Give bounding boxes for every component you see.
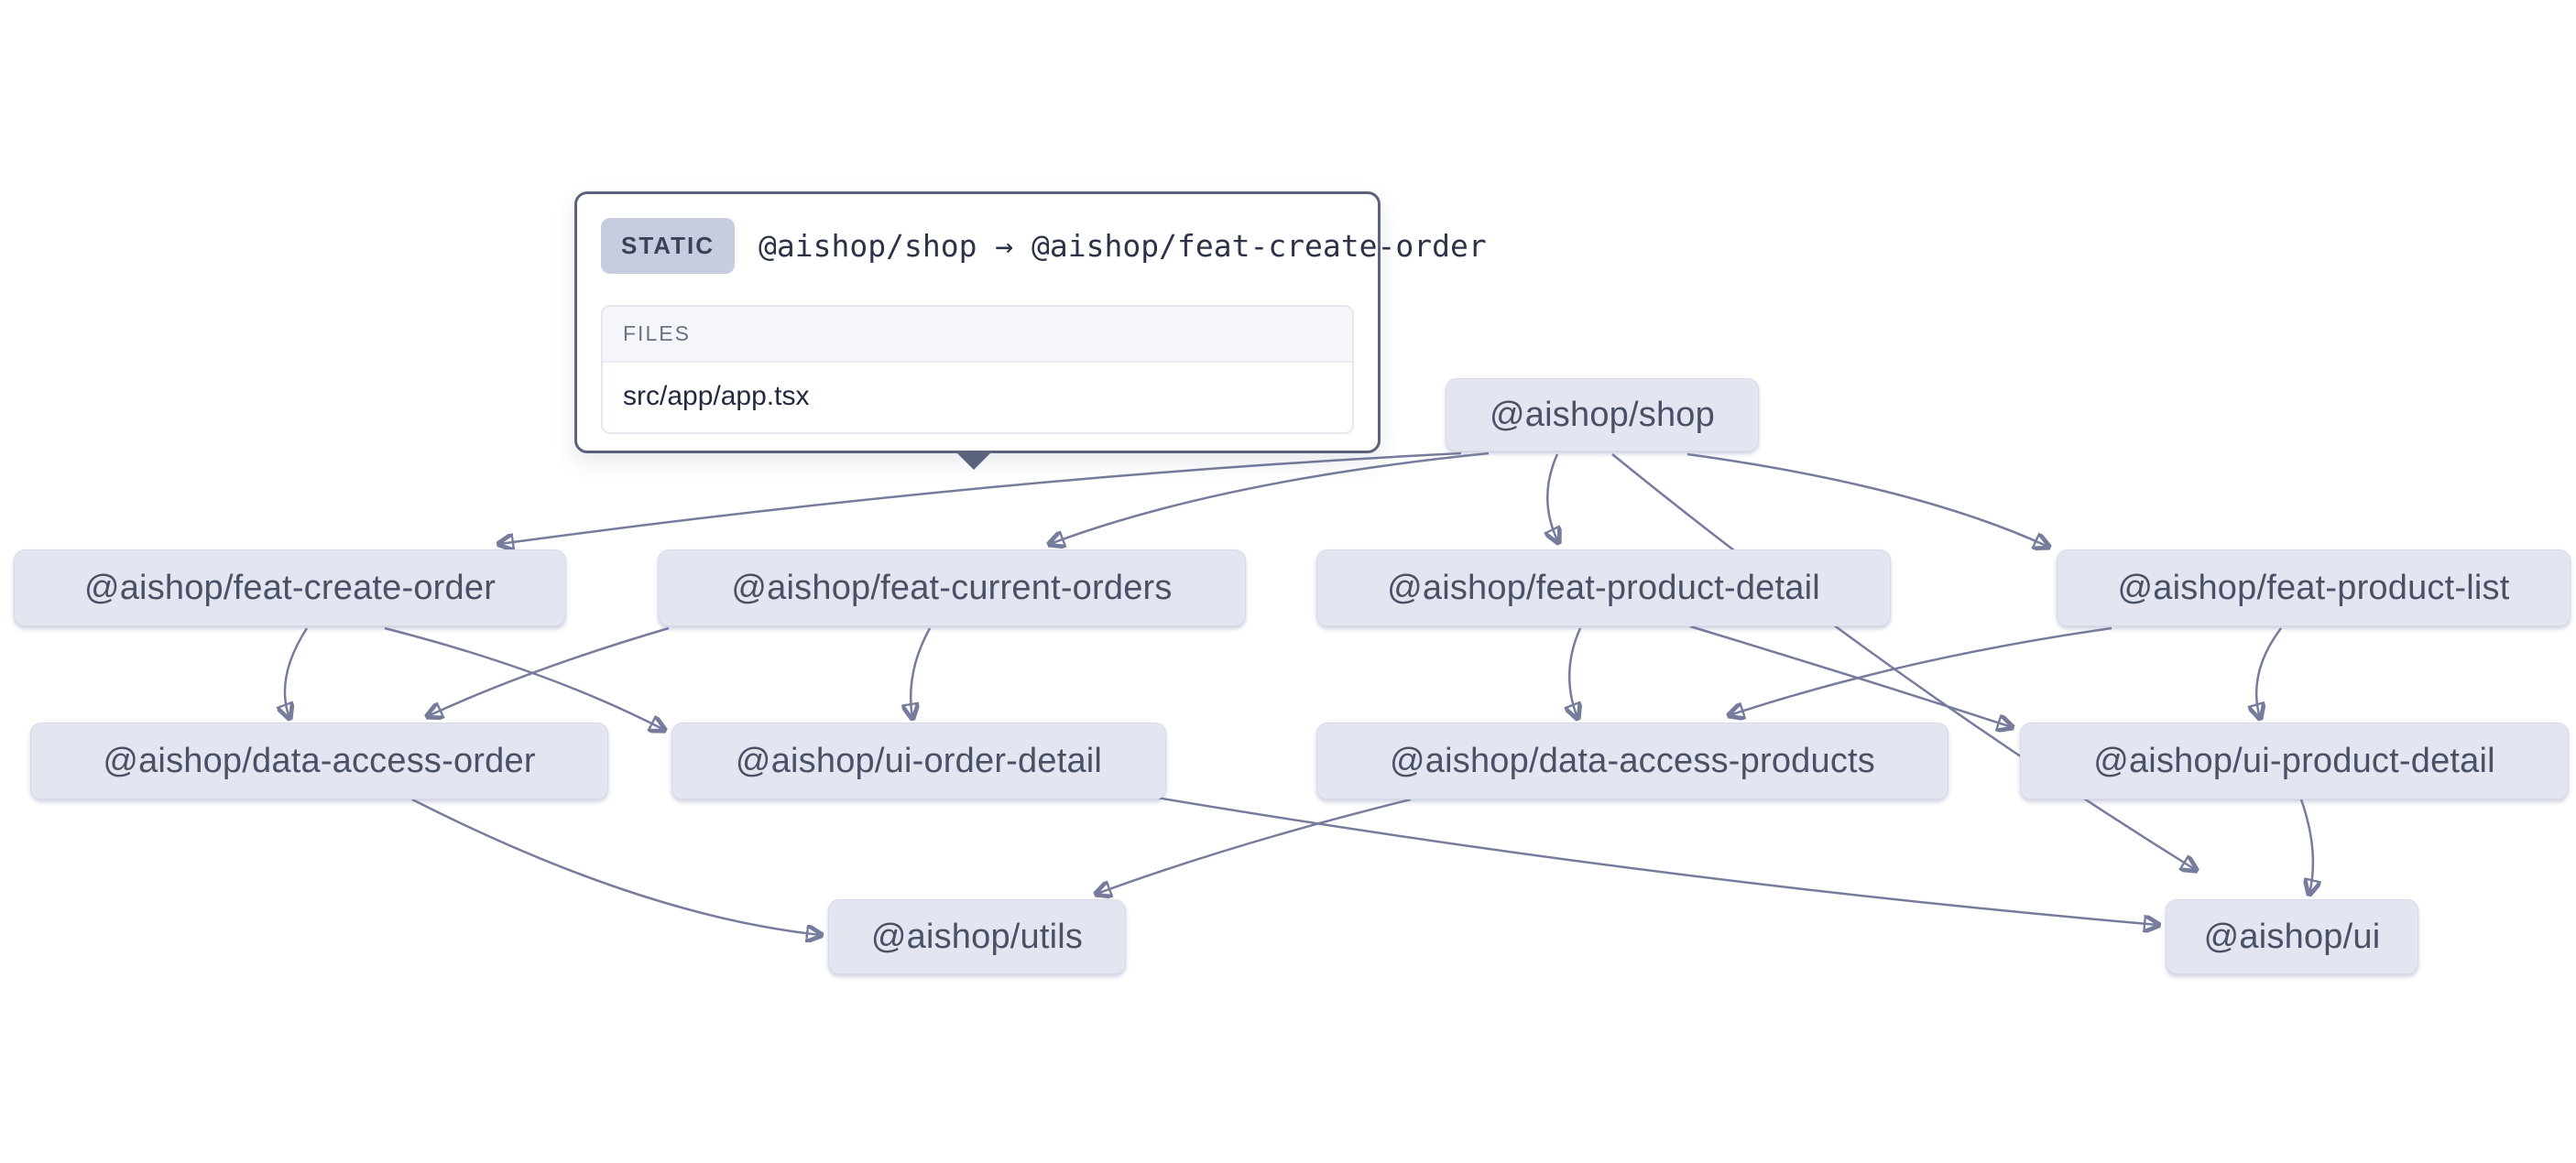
edge-feat-product-detail-to-data-access-products[interactable] <box>1569 627 1580 718</box>
edge-feat-product-list-to-data-access-products[interactable] <box>1730 626 2112 715</box>
edge-feat-product-list-to-ui-product-detail[interactable] <box>2256 627 2282 718</box>
node-data-access-order[interactable]: @aishop/data-access-order <box>30 723 608 799</box>
node-ui-product-detail[interactable]: @aishop/ui-product-detail <box>2020 723 2569 799</box>
file-path: src/app/app.tsx <box>603 363 1352 432</box>
edge-feat-create-order-to-data-access-order[interactable] <box>285 627 309 718</box>
files-panel: FILES src/app/app.tsx <box>601 305 1354 434</box>
edge-label: @aishop/shop → @aishop/feat-create-order <box>759 228 1487 264</box>
edge-data-access-order-to-utils[interactable] <box>411 798 821 935</box>
edge-tooltip: STATIC @aishop/shop → @aishop/feat-creat… <box>574 191 1487 470</box>
node-utils[interactable]: @aishop/utils <box>828 899 1126 974</box>
edge-type-badge: STATIC <box>601 218 736 274</box>
edge-shop-to-feat-create-order[interactable] <box>499 451 1462 544</box>
tooltip-pointer-icon <box>955 451 993 470</box>
node-data-access-products[interactable]: @aishop/data-access-products <box>1316 723 1948 799</box>
tooltip-header: STATIC @aishop/shop → @aishop/feat-creat… <box>577 194 1487 292</box>
edge-ui-product-detail-to-ui[interactable] <box>2299 799 2313 894</box>
node-ui[interactable]: @aishop/ui <box>2166 899 2418 974</box>
edge-feat-current-orders-to-data-access-order[interactable] <box>428 626 670 716</box>
edge-data-access-products-to-utils[interactable] <box>1097 798 1412 894</box>
node-shop[interactable]: @aishop/shop <box>1446 378 1759 451</box>
edge-shop-to-feat-current-orders[interactable] <box>1050 451 1490 544</box>
node-feat-product-list[interactable]: @aishop/feat-product-list <box>2057 549 2571 626</box>
node-ui-order-detail[interactable]: @aishop/ui-order-detail <box>671 723 1166 799</box>
edge-shop-to-feat-product-list[interactable] <box>1686 452 2048 547</box>
edge-feat-current-orders-to-ui-order-detail[interactable] <box>911 627 932 718</box>
edge-feat-create-order-to-ui-order-detail[interactable] <box>384 626 664 730</box>
node-feat-current-orders[interactable]: @aishop/feat-current-orders <box>658 549 1246 626</box>
node-feat-product-detail[interactable]: @aishop/feat-product-detail <box>1316 549 1891 626</box>
edge-shop-to-ui[interactable] <box>1611 453 2196 870</box>
edge-ui-order-detail-to-ui[interactable] <box>1140 793 2158 925</box>
edge-feat-product-detail-to-ui-product-detail[interactable] <box>1689 625 2012 727</box>
node-feat-create-order[interactable]: @aishop/feat-create-order <box>14 549 566 626</box>
edge-shop-to-feat-product-detail[interactable] <box>1547 453 1558 542</box>
files-panel-header: FILES <box>603 307 1352 363</box>
